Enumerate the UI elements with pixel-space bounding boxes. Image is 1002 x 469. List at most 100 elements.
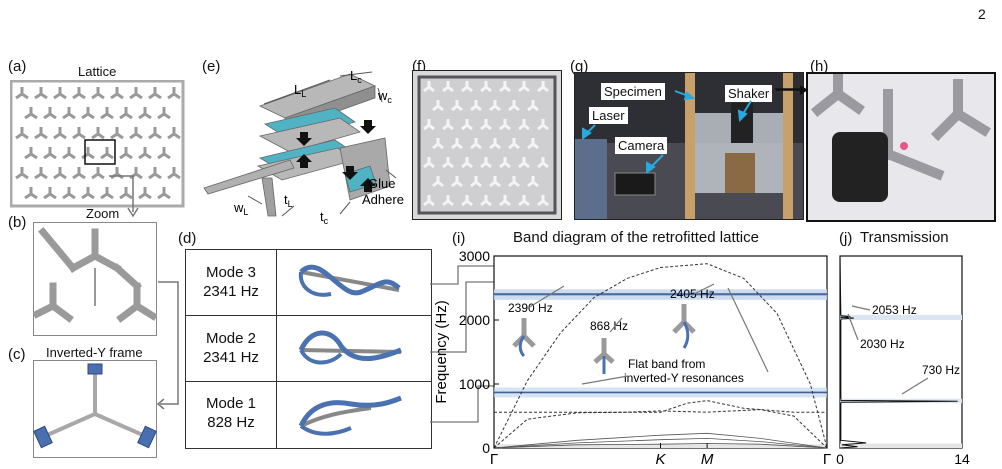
specimen-cell: [499, 195, 511, 207]
band-branch: [494, 400, 827, 413]
specimen-cell: [518, 119, 530, 131]
annot-flat-2: inverted-Y resonances: [624, 371, 744, 385]
adhere-label: Adhere: [362, 192, 404, 207]
specimen-cell: [461, 157, 473, 169]
annot-868: 868 Hz: [590, 319, 628, 333]
specimen-cell: [470, 176, 482, 188]
specimen-cell: [432, 138, 444, 150]
band-plot-frame: [493, 255, 828, 449]
specimen-cell: [527, 176, 539, 188]
annot-2405: 2405 Hz: [670, 287, 715, 301]
panel-c-tag: (c): [8, 346, 26, 363]
specimen-cell: [480, 157, 492, 169]
specimen-cell: [442, 195, 454, 207]
transmission-gap-low: [840, 443, 962, 448]
mode-3-cell: Mode 3 2341 Hz: [186, 263, 276, 301]
specimen-cell: [432, 100, 444, 112]
transmission-xtick-label: 0: [836, 451, 844, 466]
specimen-cell: [442, 157, 454, 169]
dim-Lc: Lc: [350, 68, 362, 85]
band-branch: [493, 437, 828, 449]
specimen-cell: [480, 119, 492, 131]
specimen-cell: [537, 195, 549, 207]
panel-g-tag: (g): [570, 58, 589, 75]
mode-2-shape: [298, 330, 402, 365]
inset-2405-icon: [672, 304, 696, 349]
specimen-cell: [499, 119, 511, 131]
lattice-figure: [10, 80, 185, 208]
specimen-cell: [499, 157, 511, 169]
specimen-cell: [489, 176, 501, 188]
specimen-cell: [508, 138, 520, 150]
inset-868-icon: [593, 338, 615, 374]
specimen-cell: [518, 81, 530, 93]
panel-d-tag: (d): [178, 230, 197, 247]
dim-tL: tL: [284, 192, 293, 209]
specimen-cell: [461, 195, 473, 207]
panel-j-tag: (j): [839, 230, 853, 247]
band-branch: [493, 443, 828, 449]
specimen-cell: [489, 138, 501, 150]
specimen-cell: [508, 100, 520, 112]
band-xtick-label: M: [701, 451, 714, 466]
dim-LL: LL: [294, 82, 306, 99]
annot-2030: 2030 Hz: [860, 337, 905, 351]
transmission-frame: [839, 255, 963, 449]
dim-tc: tc: [320, 209, 329, 226]
band-branch: [493, 263, 828, 449]
specimen-cell: [451, 138, 463, 150]
band-ytick-label: 3000: [459, 248, 490, 264]
inverted-y-figure: [33, 360, 157, 458]
band-ytick-label: 2000: [459, 312, 490, 328]
label-specimen: Specimen: [601, 83, 665, 100]
transmission-gap-upper: [840, 314, 962, 320]
dim-wL: wL: [233, 200, 248, 217]
specimen-cell: [470, 100, 482, 112]
specimen-cell: [423, 81, 435, 93]
band-ylabel: Frequency (Hz): [433, 300, 450, 403]
specimen-cell: [442, 119, 454, 131]
mode-1-freq: 828 Hz: [207, 414, 255, 431]
inset-2390-icon: [512, 318, 536, 358]
specimen-cell: [423, 157, 435, 169]
band-xtick-label: Γ: [490, 451, 498, 466]
specimen-cell: [489, 100, 501, 112]
mode-1-shape: [298, 395, 402, 436]
specimen-cell: [518, 195, 530, 207]
band-xtick-label: Γ: [823, 451, 831, 466]
mode-table: Mode 3 2341 Hz Mode 2 2341 Hz Mode 1 828…: [185, 249, 432, 449]
dim-wc: wc: [377, 88, 392, 105]
panel-b-title: Zoom: [86, 206, 120, 221]
annot-flat-1: Flat band from: [628, 357, 705, 371]
mode-1-cell: Mode 1 828 Hz: [186, 394, 276, 432]
specimen-cell: [480, 195, 492, 207]
annot-2390: 2390 Hz: [508, 301, 553, 315]
band-branch: [493, 432, 828, 449]
mode-2-cell: Mode 2 2341 Hz: [186, 329, 276, 367]
specimen-cell: [499, 81, 511, 93]
label-shaker: Shaker: [725, 85, 773, 102]
specimen-cell: [432, 176, 444, 188]
specimen-cell: [442, 81, 454, 93]
photo-setup: Specimen Shaker Laser Camera: [574, 72, 804, 220]
specimen-cell: [461, 81, 473, 93]
specimen-cell: [508, 176, 520, 188]
zoom-figure: [33, 222, 157, 336]
photo-specimen: [412, 70, 562, 220]
specimen-cell: [527, 138, 539, 150]
panel-b-tag: (b): [8, 214, 27, 231]
panel-a-title: Lattice: [78, 64, 117, 79]
schematic-figure: LL Lc wc wL tL tc Glue Adhere: [203, 68, 404, 226]
band-ytick-label: 0: [482, 440, 490, 456]
specimen-cell: [537, 157, 549, 169]
specimen-cell: [537, 119, 549, 131]
glue-label: Glue: [368, 176, 395, 191]
panel-i-tag: (i): [452, 230, 466, 247]
specimen-cell: [527, 100, 539, 112]
transmission-xtick-label: 14: [954, 451, 970, 466]
mode-3-name: Mode 3: [205, 264, 257, 281]
mode-3-freq: 2341 Hz: [203, 283, 259, 300]
zoom-box: [84, 139, 116, 165]
